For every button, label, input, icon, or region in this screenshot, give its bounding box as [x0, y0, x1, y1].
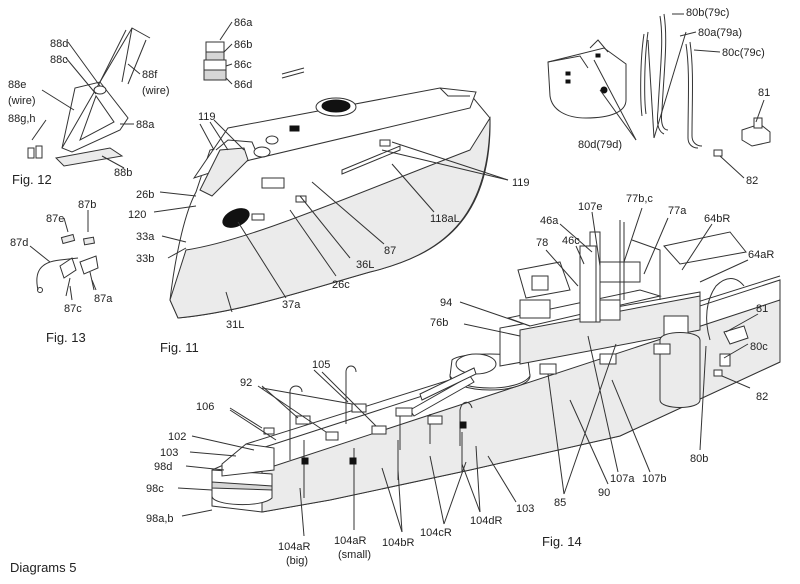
- label-88gh: 88g,h: [8, 113, 36, 125]
- label-104aR-big: 104aR: [278, 541, 310, 553]
- label-37a: 37a: [282, 299, 301, 311]
- label-92: 92: [240, 377, 252, 389]
- label-119-left: 119: [198, 111, 216, 123]
- label-103-left: 103: [160, 447, 178, 459]
- label-98d: 98d: [154, 461, 172, 473]
- label-104aR-small-note: (small): [338, 549, 371, 561]
- label-104bR: 104bR: [382, 537, 414, 549]
- label-80d-79d: 80d(79d): [578, 139, 622, 151]
- label-90: 90: [598, 487, 610, 499]
- label-104aR-small: 104aR: [334, 535, 366, 547]
- label-87a: 87a: [94, 293, 113, 305]
- label-104dR: 104dR: [470, 515, 502, 527]
- top-right-labels: 80b(79c) 80a(79a) 80c(79c) 81 80d(79d) 8…: [578, 7, 770, 187]
- label-87b: 87b: [78, 199, 96, 211]
- label-26b: 26b: [136, 189, 154, 201]
- label-86d: 86d: [234, 79, 252, 91]
- label-119-right: 119: [512, 177, 530, 189]
- label-88a: 88a: [136, 119, 155, 131]
- fig12-crane-drawing: [27, 27, 151, 167]
- fig12-caption: Fig. 12: [12, 172, 52, 187]
- label-33b: 33b: [136, 253, 154, 265]
- label-88d: 88d: [50, 38, 68, 50]
- label-98ab: 98a,b: [146, 513, 174, 525]
- label-78: 78: [536, 237, 548, 249]
- fig14-labels: 107e 77b,c 46a 77a 64bR 46c 78 64aR 94 7…: [146, 193, 774, 567]
- label-107b: 107b: [642, 473, 666, 485]
- label-36L: 36L: [356, 259, 374, 271]
- label-120: 120: [128, 209, 146, 221]
- label-81-top: 81: [758, 87, 770, 99]
- leader-lines: [29, 13, 765, 537]
- label-88c: 88c: [50, 54, 68, 66]
- label-80c-79c: 80c(79c): [722, 47, 765, 59]
- label-64aR: 64aR: [748, 249, 774, 261]
- label-80b-fig14: 80b: [690, 453, 708, 465]
- label-81-fig14: 81: [756, 303, 768, 315]
- label-77bc: 77b,c: [626, 193, 653, 205]
- label-86b: 86b: [234, 39, 252, 51]
- label-88b: 88b: [114, 167, 132, 179]
- label-82-top: 82: [746, 175, 758, 187]
- label-26c: 26c: [332, 279, 350, 291]
- label-106: 106: [196, 401, 214, 413]
- label-88f-wire: (wire): [142, 85, 170, 97]
- label-77a: 77a: [668, 205, 687, 217]
- fig13-caption: Fig. 13: [46, 330, 86, 345]
- label-87e: 87e: [46, 213, 64, 225]
- label-76b: 76b: [430, 317, 448, 329]
- fig11-labels: 86a 86b 86c 86d 119 26b 120 33a 33b 37a …: [128, 17, 530, 355]
- label-85: 85: [554, 497, 566, 509]
- label-87c: 87c: [64, 303, 82, 315]
- label-88e-wire: (wire): [8, 95, 36, 107]
- page-title: Diagrams 5: [10, 560, 76, 575]
- label-118aL: 118aL: [430, 213, 460, 225]
- label-103-right: 103: [516, 503, 534, 515]
- label-80b-79c: 80b(79c): [686, 7, 729, 19]
- label-104aR-big-note: (big): [286, 555, 308, 567]
- fig13-labels: 87b 87e 87d 87c 87a Fig. 13: [10, 199, 113, 345]
- label-46a: 46a: [540, 215, 559, 227]
- fig13-parts-drawing: [36, 233, 99, 297]
- label-98c: 98c: [146, 483, 164, 495]
- fig14-ship-drawing: [211, 220, 781, 513]
- label-105: 105: [312, 359, 330, 371]
- label-94: 94: [440, 297, 452, 309]
- label-87: 87: [384, 245, 396, 257]
- label-87d: 87d: [10, 237, 28, 249]
- fig11-bow-drawing: [169, 41, 491, 319]
- label-104cR: 104cR: [420, 527, 452, 539]
- label-80a-79a: 80a(79a): [698, 27, 742, 39]
- label-107e: 107e: [578, 201, 602, 213]
- fig14-caption: Fig. 14: [542, 534, 582, 549]
- label-46c: 46c: [562, 235, 580, 247]
- label-88e: 88e: [8, 79, 26, 91]
- label-64bR: 64bR: [704, 213, 730, 225]
- label-107a: 107a: [610, 473, 635, 485]
- label-80c-fig14: 80c: [750, 341, 768, 353]
- label-102: 102: [168, 431, 186, 443]
- label-33a: 33a: [136, 231, 155, 243]
- label-31L: 31L: [226, 319, 244, 331]
- label-82-fig14: 82: [756, 391, 768, 403]
- fig12-labels: 88d 88c 88f (wire) 88e (wire) 88g,h 88a …: [8, 38, 170, 187]
- label-86c: 86c: [234, 59, 252, 71]
- bridge-wing-detail-drawing: [547, 13, 771, 157]
- fig11-caption: Fig. 11: [160, 340, 199, 355]
- label-88f: 88f: [142, 69, 158, 81]
- label-86a: 86a: [234, 17, 253, 29]
